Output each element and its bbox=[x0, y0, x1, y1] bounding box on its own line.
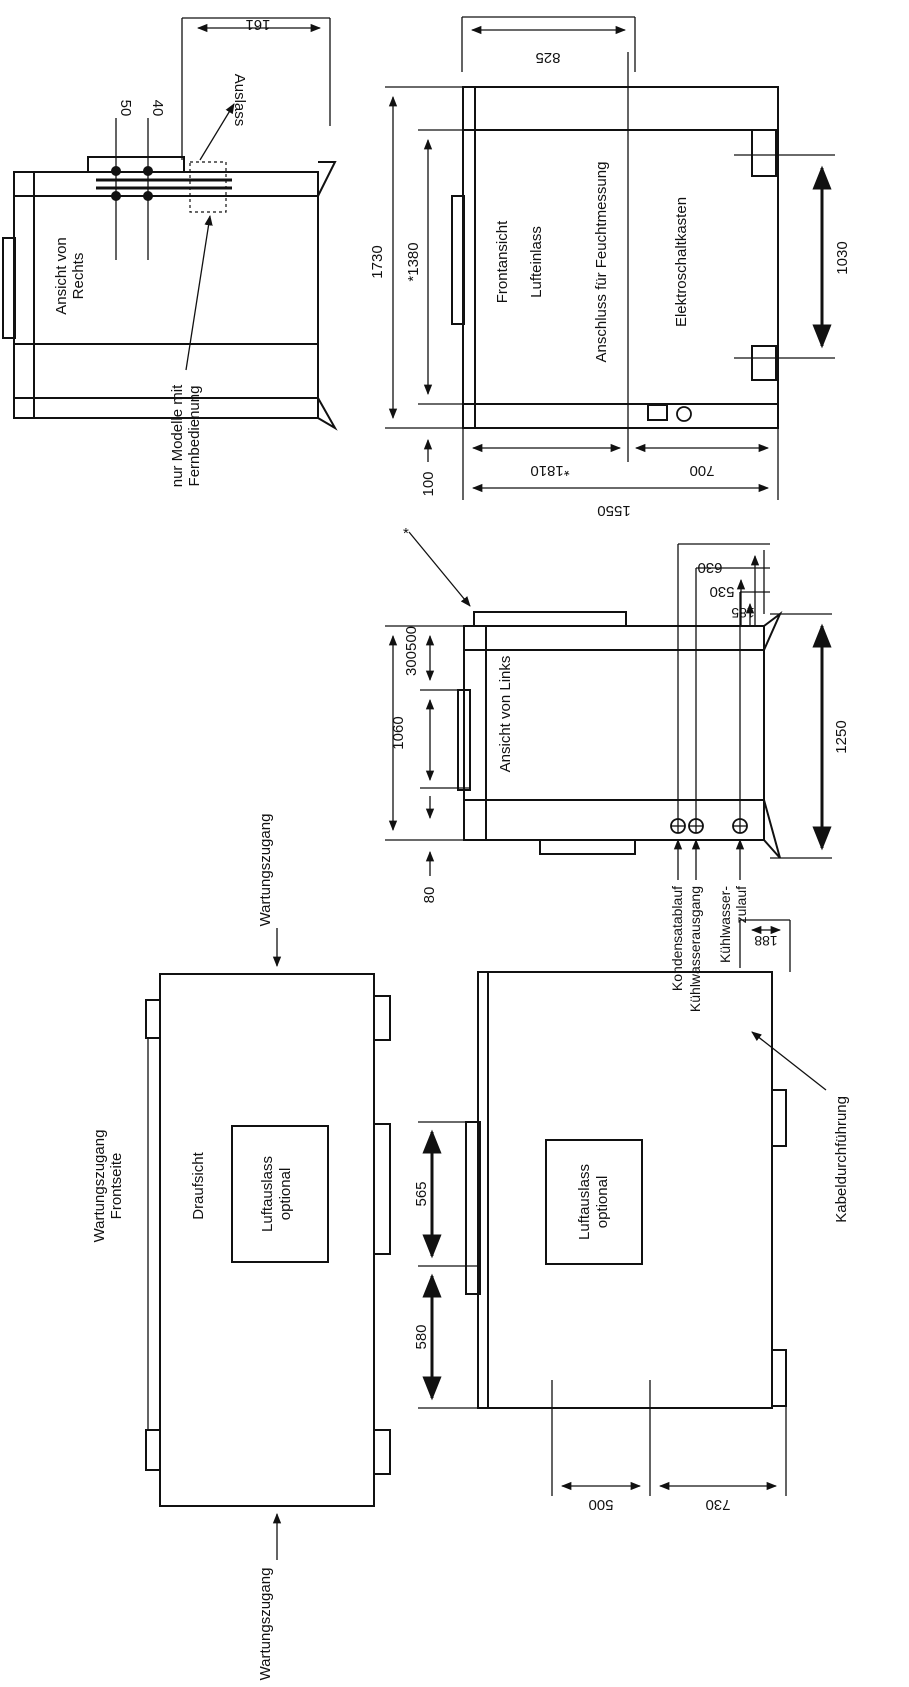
dim-580: 580 bbox=[413, 1324, 430, 1349]
remote-note-2: Fernbedienung bbox=[186, 386, 203, 487]
left-view-label: Ansicht von Links bbox=[497, 656, 514, 773]
air-inlet-label: Lufteinlass bbox=[528, 226, 545, 298]
dim-300500: 300500 bbox=[403, 626, 420, 676]
service-access-front-1: Wartungszugang bbox=[91, 1130, 108, 1243]
air-outlet-optional-2: optional bbox=[277, 1168, 294, 1221]
service-access-top: Wartungszugang bbox=[257, 814, 274, 927]
dim-530: 530 bbox=[709, 583, 734, 600]
humidity-port-label: Anschluss für Feuchtmessung bbox=[593, 162, 610, 363]
dim-1250: 1250 bbox=[833, 720, 850, 753]
dim-161: 161 bbox=[245, 16, 270, 33]
right-view-label-2: Rechts bbox=[70, 253, 87, 300]
top-view-label: Draufsicht bbox=[190, 1151, 207, 1219]
cooling-water-in-label-2: zulauf bbox=[733, 886, 749, 923]
cable-entry-label: Kabeldurchführung bbox=[833, 1096, 850, 1223]
dim-188: 188 bbox=[754, 933, 778, 949]
service-access-bottom: Wartungszugang bbox=[257, 1568, 274, 1681]
remote-note-1: nur Modelle mit bbox=[169, 384, 186, 487]
cooling-water-in-label-1: Kühlwasser- bbox=[717, 886, 733, 963]
electrical-box-label: Elektroschaltkasten bbox=[673, 197, 690, 327]
dim-630: 630 bbox=[697, 559, 722, 576]
dim-40: 40 bbox=[149, 100, 166, 117]
air-outlet-optional-b1: Luftauslass bbox=[576, 1164, 593, 1240]
dim-50: 50 bbox=[117, 100, 134, 117]
dim-500: 500 bbox=[588, 1496, 613, 1513]
dim-730: 730 bbox=[705, 1496, 730, 1513]
star-note: * bbox=[403, 525, 409, 542]
front-view-label: Frontansicht bbox=[494, 220, 511, 303]
right-view bbox=[2, 17, 338, 431]
dim-1380: *1380 bbox=[405, 242, 422, 281]
dim-1810: *1810 bbox=[530, 462, 569, 479]
bottom-view bbox=[418, 919, 827, 1496]
left-view bbox=[385, 531, 832, 880]
top-view bbox=[145, 928, 391, 1560]
dim-80: 80 bbox=[421, 887, 438, 904]
air-outlet-optional-b2: optional bbox=[594, 1176, 611, 1229]
outlet-label: Auslass bbox=[231, 74, 248, 127]
cooling-water-out-label: Kühlwasserausgang bbox=[687, 886, 703, 1012]
dim-825: 825 bbox=[535, 49, 560, 66]
dim-185: 185 bbox=[731, 605, 755, 621]
air-outlet-optional-1: Luftauslass bbox=[259, 1156, 276, 1232]
dim-1730: 1730 bbox=[369, 245, 386, 278]
front-view bbox=[385, 16, 835, 500]
dim-1550: 1550 bbox=[597, 502, 630, 519]
dim-100: 100 bbox=[420, 471, 437, 496]
dim-700: 700 bbox=[689, 462, 714, 479]
dim-565: 565 bbox=[413, 1181, 430, 1206]
right-view-label-1: Ansicht von bbox=[53, 237, 70, 315]
dim-1060: 1060 bbox=[390, 716, 407, 749]
service-access-front-2: Frontseite bbox=[108, 1153, 125, 1220]
dim-1030: 1030 bbox=[834, 241, 851, 274]
condensate-drain-label: Kondensatablauf bbox=[669, 886, 685, 991]
